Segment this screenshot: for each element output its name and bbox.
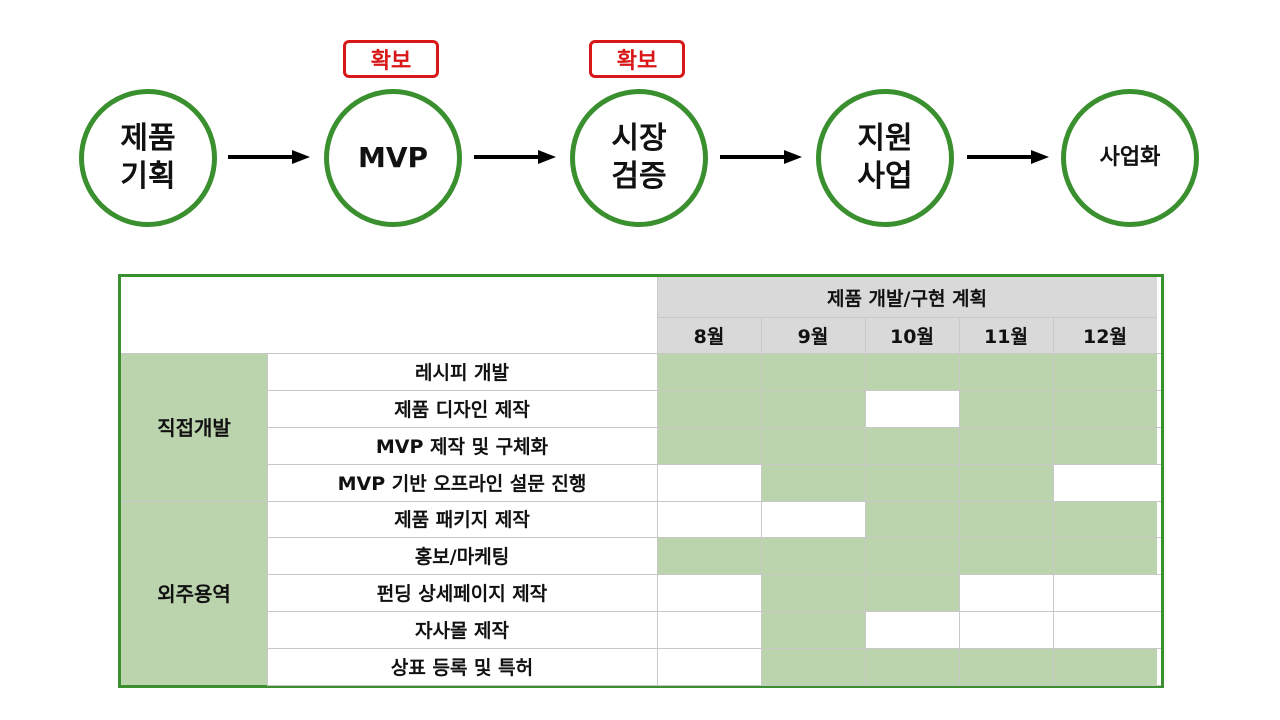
secured-badge-mvp: 확보 — [343, 40, 439, 78]
grid-line — [1053, 317, 1054, 685]
grid-line — [267, 389, 1161, 391]
arrow-icon — [967, 150, 1049, 164]
schedule-cell-inactive — [865, 611, 959, 649]
plan-title-header: 제품 개발/구현 계획 — [657, 277, 1157, 317]
grid-line — [959, 317, 960, 685]
schedule-cell-active — [865, 353, 959, 390]
step-product-planning: 제품 기획 — [79, 89, 217, 227]
schedule-cell-active — [761, 611, 865, 649]
month-header: 12월 — [1053, 317, 1157, 353]
schedule-cell-active — [865, 463, 959, 501]
schedule-cell-inactive — [1053, 463, 1157, 501]
task-name: 제품 디자인 제작 — [267, 389, 657, 427]
schedule-cell-active — [865, 500, 959, 538]
grid-line — [267, 353, 268, 685]
month-header: 8월 — [657, 317, 761, 353]
schedule-cell-active — [959, 463, 1053, 501]
schedule-cell-inactive — [959, 611, 1053, 649]
schedule-cell-active — [761, 648, 865, 685]
group-label: 직접개발 — [121, 353, 267, 501]
schedule-cell-inactive — [1053, 574, 1157, 612]
arrow-icon — [474, 150, 556, 164]
schedule-cell-active — [865, 648, 959, 685]
grid-line — [121, 353, 267, 354]
schedule-cell-active — [959, 389, 1053, 427]
grid-line — [267, 426, 1161, 428]
schedule-cell-active — [1053, 537, 1157, 575]
grid-line — [865, 317, 866, 685]
schedule-cell-active — [657, 537, 761, 575]
grid-line — [267, 463, 1161, 465]
schedule-cell-active — [657, 426, 761, 464]
schedule-cell-inactive — [657, 648, 761, 685]
schedule-cell-active — [761, 463, 865, 501]
grid-line — [761, 317, 762, 685]
step-label: 제품 기획 — [120, 121, 176, 194]
schedule-cell-inactive — [1053, 611, 1157, 649]
grid-line — [267, 648, 1161, 650]
schedule-cell-active — [959, 353, 1053, 390]
month-header: 11월 — [959, 317, 1053, 353]
month-header: 10월 — [865, 317, 959, 353]
grid-line — [267, 353, 1161, 354]
schedule-cell-active — [657, 353, 761, 390]
schedule-cell-inactive — [657, 500, 761, 538]
step-support-program: 지원 사업 — [816, 89, 954, 227]
grid-line — [267, 611, 1161, 613]
grid-line — [267, 685, 1161, 686]
schedule-cell-active — [761, 353, 865, 390]
schedule-cell-inactive — [761, 500, 865, 538]
group-label: 외주용역 — [121, 500, 267, 685]
step-market-validation: 시장 검증 — [570, 89, 708, 227]
grid-line — [657, 277, 658, 685]
grid-line — [267, 500, 1161, 502]
task-name: 상표 등록 및 특허 — [267, 648, 657, 685]
schedule-cell-inactive — [865, 389, 959, 427]
task-name: 자사몰 제작 — [267, 611, 657, 649]
schedule-cell-inactive — [657, 574, 761, 612]
schedule-cell-active — [1053, 389, 1157, 427]
grid-line — [267, 537, 1161, 539]
month-header: 9월 — [761, 317, 865, 353]
step-label: MVP — [357, 141, 429, 174]
arrow-icon — [228, 150, 310, 164]
step-mvp: MVP — [324, 89, 462, 227]
schedule-cell-active — [1053, 353, 1157, 390]
grid-line — [121, 500, 267, 502]
schedule-cell-active — [959, 426, 1053, 464]
task-name: MVP 기반 오프라인 설문 진행 — [267, 463, 657, 501]
schedule-cell-active — [761, 537, 865, 575]
task-name: MVP 제작 및 구체화 — [267, 426, 657, 464]
schedule-cell-active — [959, 648, 1053, 685]
step-commercialization: 사업화 — [1061, 89, 1199, 227]
schedule-cell-active — [865, 574, 959, 612]
step-label: 사업화 — [1099, 145, 1161, 170]
schedule-cell-active — [865, 426, 959, 464]
schedule-cell-active — [1053, 426, 1157, 464]
task-name: 홍보/마케팅 — [267, 537, 657, 575]
schedule-cell-active — [761, 574, 865, 612]
task-name: 펀딩 상세페이지 제작 — [267, 574, 657, 612]
schedule-cell-active — [761, 389, 865, 427]
schedule-cell-inactive — [959, 574, 1053, 612]
schedule-cell-active — [657, 389, 761, 427]
schedule-cell-active — [761, 426, 865, 464]
schedule-cell-active — [1053, 648, 1157, 685]
schedule-cell-active — [1053, 500, 1157, 538]
schedule-cell-inactive — [657, 463, 761, 501]
schedule-cell-active — [959, 537, 1053, 575]
task-name: 제품 패키지 제작 — [267, 500, 657, 538]
schedule-cell-active — [959, 500, 1053, 538]
schedule-cell-active — [865, 537, 959, 575]
secured-badge-market-validation: 확보 — [589, 40, 685, 78]
grid-line — [657, 317, 1157, 318]
step-label: 시장 검증 — [611, 121, 667, 194]
task-name: 레시피 개발 — [267, 353, 657, 390]
step-label: 지원 사업 — [857, 121, 913, 194]
arrow-icon — [720, 150, 802, 164]
schedule-cell-inactive — [657, 611, 761, 649]
grid-line — [267, 574, 1161, 576]
